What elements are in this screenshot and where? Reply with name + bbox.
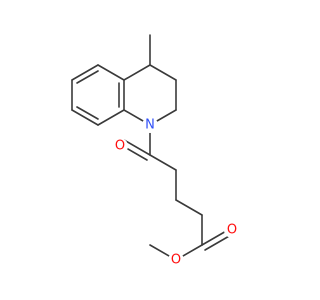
double-bond-inner-2 (76, 106, 99, 120)
bond-chain-3 (175, 199, 203, 216)
bond-ester-o-1 (201, 229, 229, 246)
ester-ether-oxygen-label: O (171, 253, 181, 268)
bond-ar4 (97, 109, 125, 126)
bond-c4-c3 (149, 64, 177, 81)
ketone-oxygen-label: O (115, 139, 125, 154)
bond-ester-o-2 (204, 234, 232, 251)
bond-ar6 (97, 64, 125, 81)
double-bond-inner-1 (76, 70, 99, 84)
nitrogen-label: N (145, 118, 155, 133)
ester-carbonyl-oxygen-label: O (227, 223, 237, 238)
bond-chain-1 (149, 154, 177, 171)
benzene-ring (71, 64, 125, 126)
bond-ar3 (71, 109, 99, 126)
nitrogen-atom: N (142, 117, 158, 133)
ketone-oxygen-atom: O (112, 138, 128, 154)
bond-ar1 (71, 64, 99, 81)
tetrahydro-ring (123, 34, 177, 126)
bond-carbonyl-o-1 (123, 139, 151, 156)
ester-carbonyl-oxygen-atom: O (224, 222, 240, 238)
bond-c4-c8a (123, 64, 151, 81)
ester-ether-oxygen-atom: O (168, 252, 184, 268)
molecule-structure: N O O O (71, 34, 240, 268)
hexanoyl-chain (120, 124, 232, 261)
